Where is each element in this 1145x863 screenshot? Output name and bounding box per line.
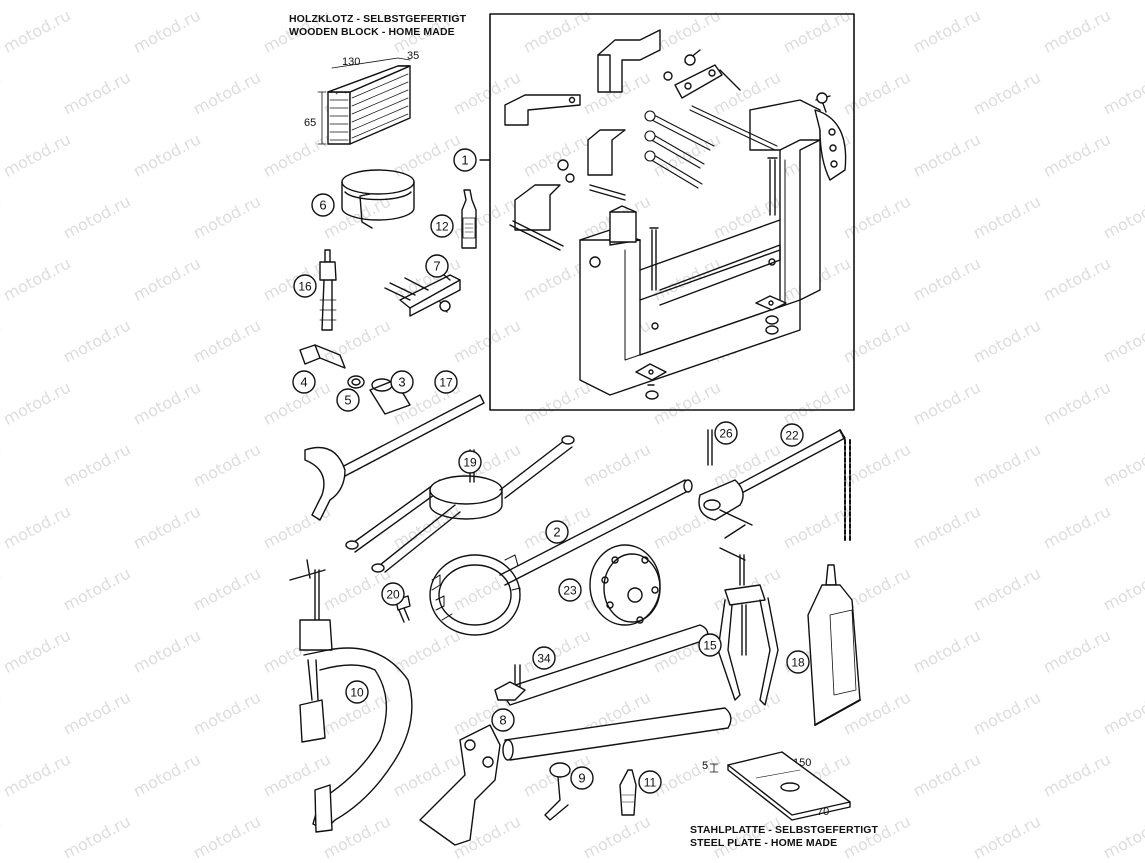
callout-7: 7: [425, 254, 449, 278]
puller-16-drawing: [319, 249, 337, 331]
callout-16: 16: [293, 274, 317, 298]
fork-wrench-drawing: [304, 394, 485, 521]
callout-label: 12: [435, 220, 449, 234]
ring-tool-drawing: [341, 169, 415, 229]
block-depth-dim: 35: [407, 50, 420, 62]
callout-label: 18: [791, 656, 805, 670]
clamp-7-drawing: [384, 264, 461, 317]
callout-8: 8: [491, 708, 515, 732]
clutch-holder-drawing: [429, 479, 693, 636]
callout-label: 34: [537, 652, 551, 666]
block-height-dim: 65: [304, 117, 317, 129]
callout-label: 7: [433, 259, 440, 274]
callout-10: 10: [345, 680, 369, 704]
threebond-tube-drawing: [807, 564, 861, 726]
gear-puller-drawing: [717, 547, 779, 706]
callout-label: 26: [719, 427, 733, 441]
callout-19: 19: [458, 450, 482, 474]
callout-9: 9: [570, 766, 594, 790]
engine-stand-drawing: [504, 29, 847, 400]
pin-26-drawing: [707, 429, 713, 466]
callout-17: 17: [434, 370, 458, 394]
wooden-block-drawing: [317, 57, 411, 145]
block-length-dim: 130: [342, 56, 361, 68]
loctite-bottle-drawing: [619, 769, 637, 816]
callout-label: 11: [644, 776, 657, 790]
callout-20: 20: [381, 582, 405, 606]
callout-label: 15: [703, 639, 717, 653]
callout-label: 8: [499, 713, 506, 728]
callout-12: 12: [430, 214, 454, 238]
callout-label: 16: [298, 280, 312, 294]
callout-label: 1: [461, 153, 468, 168]
callout-label: 17: [439, 376, 453, 390]
callout-label: 6: [319, 198, 326, 213]
callout-label: 5: [344, 393, 351, 408]
callout-18: 18: [786, 650, 810, 674]
steel-plate-caption-de: STAHLPLATTE - SELBSTGEFERTIGT: [690, 824, 879, 836]
wooden-block-caption-en: WOODEN BLOCK - HOME MADE: [289, 26, 455, 38]
callout-label: 9: [578, 771, 585, 786]
holding-tool-34-drawing: [494, 624, 709, 706]
steel-plate-drawing: [709, 751, 851, 821]
callout-6: 6: [311, 193, 335, 217]
support-tool-8-drawing: [419, 707, 732, 846]
callout-label: 22: [785, 429, 799, 443]
callout-label: 10: [350, 686, 364, 700]
steel-plate-caption-en: STEEL PLATE - HOME MADE: [690, 837, 838, 849]
wooden-block-caption-de: HOLZKLOTZ - SELBSTGEFERTIGT: [289, 13, 467, 25]
hook-tool-9-drawing: [544, 762, 571, 821]
sealant-bottle-drawing: [461, 189, 477, 249]
callout-23: 23: [558, 578, 582, 602]
flywheel-puller-drawing: [589, 544, 661, 626]
callout-label: 4: [300, 375, 307, 390]
pin-spanner-drawing: [345, 435, 575, 573]
callout-11: 11: [638, 770, 662, 794]
callout-label: 20: [386, 588, 400, 602]
callout-5: 5: [336, 388, 360, 412]
callout-1: 1: [453, 148, 477, 172]
callout-label: 23: [563, 584, 577, 598]
callout-26: 26: [714, 421, 738, 445]
callout-label: 19: [463, 456, 477, 470]
callout-4: 4: [292, 370, 316, 394]
c-clamp-drawing: [289, 559, 413, 833]
chain-wrench-drawing: [698, 429, 851, 541]
callout-3: 3: [390, 370, 414, 394]
callout-label: 3: [398, 375, 405, 390]
plate-thickness-dim: 5: [702, 760, 709, 772]
callout-22: 22: [780, 423, 804, 447]
callout-34: 34: [532, 646, 556, 670]
callout-15: 15: [698, 633, 722, 657]
engine-stand-frame-box: [489, 13, 855, 411]
callout-2: 2: [545, 520, 569, 544]
callout-label: 2: [553, 525, 560, 540]
